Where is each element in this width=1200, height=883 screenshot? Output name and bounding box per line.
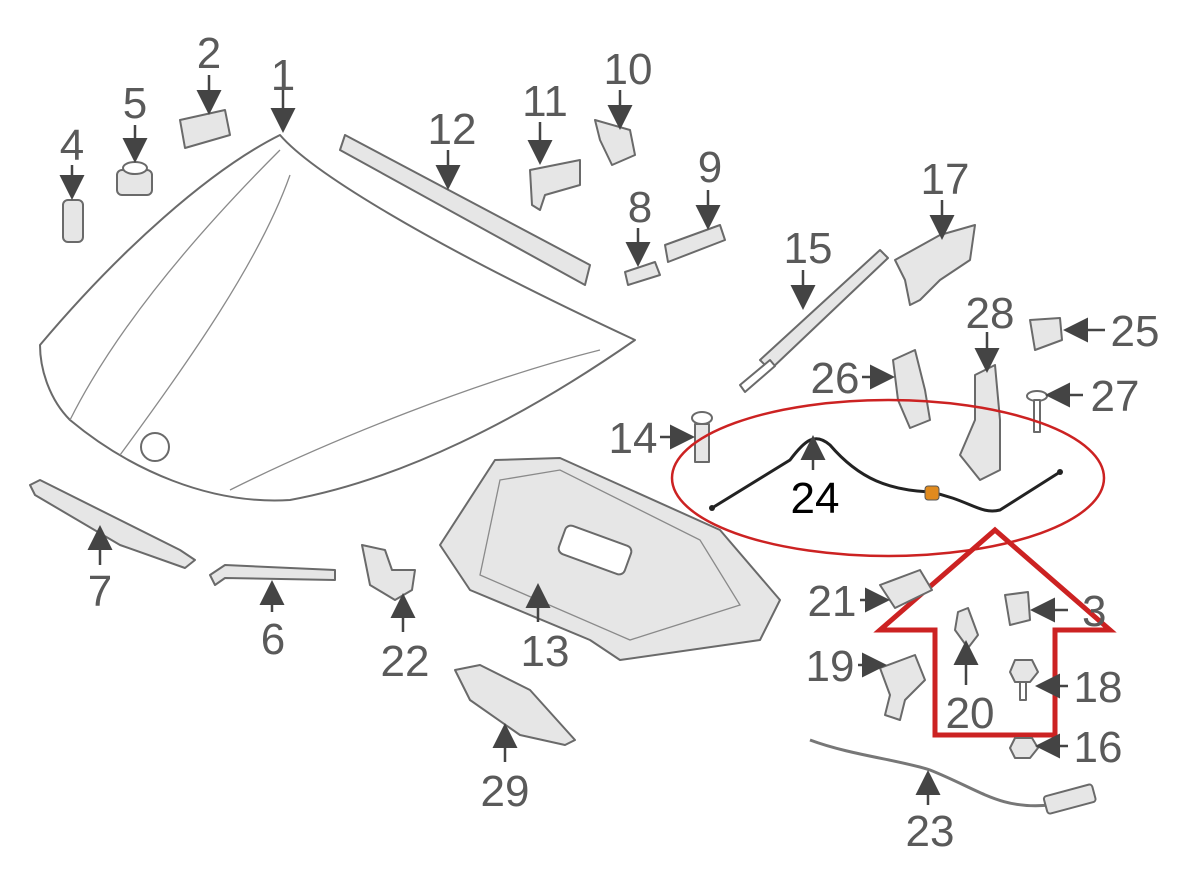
part-seal-strip [339, 134, 591, 286]
callout-11: 11 [522, 77, 568, 126]
highlight-arrow [873, 526, 1117, 738]
callout-18: 18 [1074, 663, 1123, 712]
callout-13: 13 [521, 627, 570, 676]
leader-lines [59, 75, 1105, 805]
part-29 [454, 664, 576, 746]
part-25 [1029, 317, 1063, 351]
part-8 [624, 261, 661, 286]
highlight-ellipse [670, 398, 1106, 558]
callout-25: 25 [1111, 307, 1160, 356]
callout-1: 1 [271, 51, 295, 100]
part-7 [29, 479, 196, 569]
callout-10: 10 [604, 45, 653, 94]
part-23-cable [809, 738, 1097, 815]
part-11 [529, 159, 581, 211]
part-3-clip [1004, 591, 1031, 626]
callout-27: 27 [1091, 372, 1140, 421]
part-24-release-cable [709, 437, 1063, 513]
callout-19: 19 [806, 642, 855, 691]
part-6 [209, 564, 336, 586]
part-13-insulation [439, 457, 781, 661]
part-4 [62, 199, 84, 243]
callout-24: 24 [791, 474, 840, 523]
part-20 [954, 607, 979, 649]
part-10 [594, 119, 636, 166]
part-15-gas-strut [739, 249, 889, 393]
part-28 [959, 364, 1001, 481]
callout-23: 23 [906, 807, 955, 856]
callout-8: 8 [628, 183, 652, 232]
part-17-hinge [894, 224, 976, 306]
part-18-bolt [1009, 659, 1039, 701]
callout-21: 21 [808, 577, 857, 626]
part-hood [39, 134, 636, 502]
part-14 [691, 411, 713, 463]
callout-4: 4 [60, 121, 84, 170]
callout-20: 20 [946, 689, 995, 738]
callout-9: 9 [698, 143, 722, 192]
part-26 [892, 349, 931, 429]
callout-3: 3 [1082, 587, 1106, 636]
part-22 [361, 544, 416, 601]
callout-29: 29 [481, 767, 530, 816]
part-21 [879, 569, 933, 609]
part-2 [179, 109, 231, 149]
callout-22: 22 [381, 637, 430, 686]
part-9 [664, 224, 726, 263]
callout-26: 26 [811, 354, 860, 403]
callout-5: 5 [123, 79, 147, 128]
callout-28: 28 [966, 289, 1015, 338]
callout-6: 6 [261, 615, 285, 664]
callout-7: 7 [88, 567, 112, 616]
part-5-bumper [116, 161, 153, 196]
callout-labels: 1 2 3 4 5 6 7 8 9 10 11 12 13 14 15 16 1… [60, 29, 1160, 856]
part-27-bolt [1026, 390, 1048, 433]
callout-12: 12 [428, 105, 477, 154]
part-19 [879, 654, 926, 721]
callout-16: 16 [1074, 723, 1123, 772]
callout-2: 2 [197, 29, 221, 78]
callout-14: 14 [609, 414, 658, 463]
part-16-nut [1009, 737, 1039, 759]
callout-17: 17 [921, 155, 970, 204]
callout-15: 15 [784, 224, 833, 273]
